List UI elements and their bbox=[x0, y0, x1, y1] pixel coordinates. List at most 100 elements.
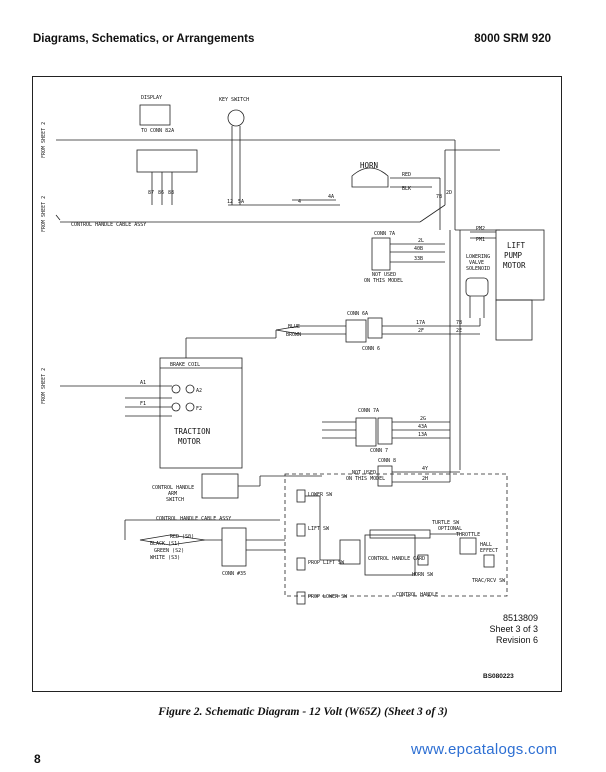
conn6a-box bbox=[345, 319, 367, 343]
label-white: WHITE (S3) bbox=[150, 555, 180, 561]
label-from-sheet-low: FROM SHEET 2 bbox=[41, 368, 47, 404]
label-lift-sw: LIFT SW bbox=[308, 526, 330, 532]
wire-label: 7B bbox=[456, 320, 462, 326]
header-left-title: Diagrams, Schematics, or Arrangements bbox=[33, 33, 255, 45]
label-arm-switch-2: ARM bbox=[168, 491, 177, 497]
label-brake-coil: BRAKE COIL bbox=[170, 362, 200, 368]
wire-label: RED bbox=[402, 172, 411, 178]
watermark-link[interactable]: www.epcatalogs.com bbox=[411, 741, 558, 758]
horn-sw-symbol bbox=[417, 554, 429, 566]
key-switch-symbol bbox=[227, 109, 245, 127]
wire-label: 12 bbox=[227, 199, 233, 205]
lower-sw-symbol bbox=[296, 489, 306, 503]
label-not-used-1: NOT USED bbox=[372, 272, 396, 278]
throttle-symbol bbox=[459, 537, 477, 555]
label-horn: HORN bbox=[360, 161, 378, 170]
wire-label: 4Y bbox=[422, 466, 428, 472]
control-handle-card-box bbox=[364, 534, 416, 576]
wire bbox=[275, 325, 301, 331]
wire-label: F2 bbox=[196, 406, 202, 412]
conn7a-box bbox=[371, 237, 391, 271]
display-connector bbox=[136, 149, 198, 173]
wire bbox=[55, 214, 61, 221]
wire-label: 4A bbox=[328, 194, 334, 200]
motor-terminal-a2 bbox=[185, 384, 195, 394]
lift-pump-motor-base bbox=[495, 299, 533, 341]
conn7-box bbox=[355, 417, 377, 447]
conn6-box bbox=[367, 317, 383, 339]
label-black: BLACK (S1) bbox=[150, 541, 180, 547]
label-pump: PUMP bbox=[504, 251, 523, 260]
label-conn35: CONN #35 bbox=[222, 571, 246, 577]
label-conn8: CONN 8 bbox=[378, 458, 396, 464]
label-brown: BROWN bbox=[286, 332, 301, 338]
label-arm-switch-3: SWITCH bbox=[166, 497, 184, 503]
wire-label: PM2 bbox=[476, 226, 485, 232]
label-arm-switch-1: CONTROL HANDLE bbox=[152, 485, 194, 491]
wire-label: 5A bbox=[238, 199, 244, 205]
label-not-used-2: ON THIS MODEL bbox=[364, 278, 403, 284]
wire-label: 87 bbox=[148, 190, 154, 196]
wire bbox=[419, 204, 446, 223]
wire-label: PM1 bbox=[476, 237, 485, 243]
wire-label: 2E bbox=[456, 328, 462, 334]
control-handle-dashed-box bbox=[284, 473, 508, 597]
label-lower-sw: LOWER SW bbox=[308, 492, 333, 498]
lift-sw-symbol bbox=[296, 523, 306, 537]
label-traction-motor: MOTOR bbox=[178, 437, 201, 446]
wire-label: 17A bbox=[416, 320, 425, 326]
label-lowering: LOWERING bbox=[466, 254, 490, 260]
prop-lower-sw-symbol bbox=[296, 591, 306, 605]
label-lift: LIFT bbox=[507, 241, 526, 250]
wire-label: 2H bbox=[422, 476, 428, 482]
wire-label: 88 bbox=[168, 190, 174, 196]
motor-terminal-f2 bbox=[185, 402, 195, 412]
label-trac-rcv-sw: TRAC/RCV SW bbox=[472, 578, 506, 584]
conn7-right bbox=[377, 417, 393, 445]
label-throttle-3: EFFECT bbox=[480, 548, 498, 554]
label-cable-assy-2: CONTROL HANDLE CABLE ASSY bbox=[156, 516, 231, 522]
wire bbox=[275, 329, 301, 335]
card-connector bbox=[339, 539, 361, 565]
motor-terminal-a1 bbox=[171, 384, 181, 394]
revision-number: Revision 6 bbox=[495, 635, 538, 645]
label-traction: TRACTION bbox=[174, 427, 210, 436]
trac-rcv-sw-symbol bbox=[483, 554, 495, 568]
label-card: CONTROL HANDLE CARD bbox=[368, 556, 425, 562]
label-key-switch: KEY SWITCH bbox=[219, 97, 249, 103]
label-display: DISPLAY bbox=[141, 95, 162, 101]
label-prop-lower-sw: PROP LOWER SW bbox=[308, 594, 348, 600]
label-green: GREEN (S2) bbox=[154, 548, 184, 554]
figure-caption: Figure 2. Schematic Diagram - 12 Volt (W… bbox=[158, 706, 448, 718]
label-conn7a-lower: CONN 7A bbox=[358, 408, 379, 414]
doc-number: 8513809 bbox=[502, 613, 538, 623]
label-blue: BLUE bbox=[288, 324, 300, 330]
wire-label: 86 bbox=[158, 190, 164, 196]
wire-label: BLK bbox=[402, 186, 411, 192]
traction-motor-box bbox=[159, 357, 243, 469]
label-to-conn: TO CONN 82A bbox=[141, 128, 174, 134]
label-motor: MOTOR bbox=[503, 261, 526, 270]
wire-label: 13A bbox=[418, 432, 427, 438]
header-right-title: 8000 SRM 920 bbox=[474, 33, 551, 45]
label-conn6: CONN 6 bbox=[362, 346, 380, 352]
label-optional: OPTIONAL bbox=[438, 526, 462, 532]
revision-block: 8513809 Sheet 3 of 3 Revision 6 bbox=[464, 613, 538, 646]
label-not-used-3: NOT USED bbox=[352, 470, 376, 476]
label-cable-assy: CONTROL HANDLE CABLE ASSY bbox=[71, 222, 146, 228]
label-conn6a: CONN 6A bbox=[347, 311, 368, 317]
label-conn7a: CONN 7A bbox=[374, 231, 395, 237]
conn35-box bbox=[221, 527, 247, 567]
wire-label: F1 bbox=[140, 401, 146, 407]
sheet-number: Sheet 3 of 3 bbox=[489, 624, 538, 634]
drawing-id: BS080223 bbox=[483, 673, 514, 680]
prop-lift-sw-symbol bbox=[296, 557, 306, 571]
label-turtle-sw: TURTLE SW bbox=[432, 520, 460, 526]
label-horn-sw: HORN SW bbox=[412, 572, 434, 578]
conn8-box bbox=[377, 465, 393, 487]
wire-label: 2G bbox=[420, 416, 426, 422]
wire-label: 2D bbox=[446, 190, 452, 196]
display-box bbox=[139, 104, 171, 126]
card-pins bbox=[369, 529, 431, 539]
